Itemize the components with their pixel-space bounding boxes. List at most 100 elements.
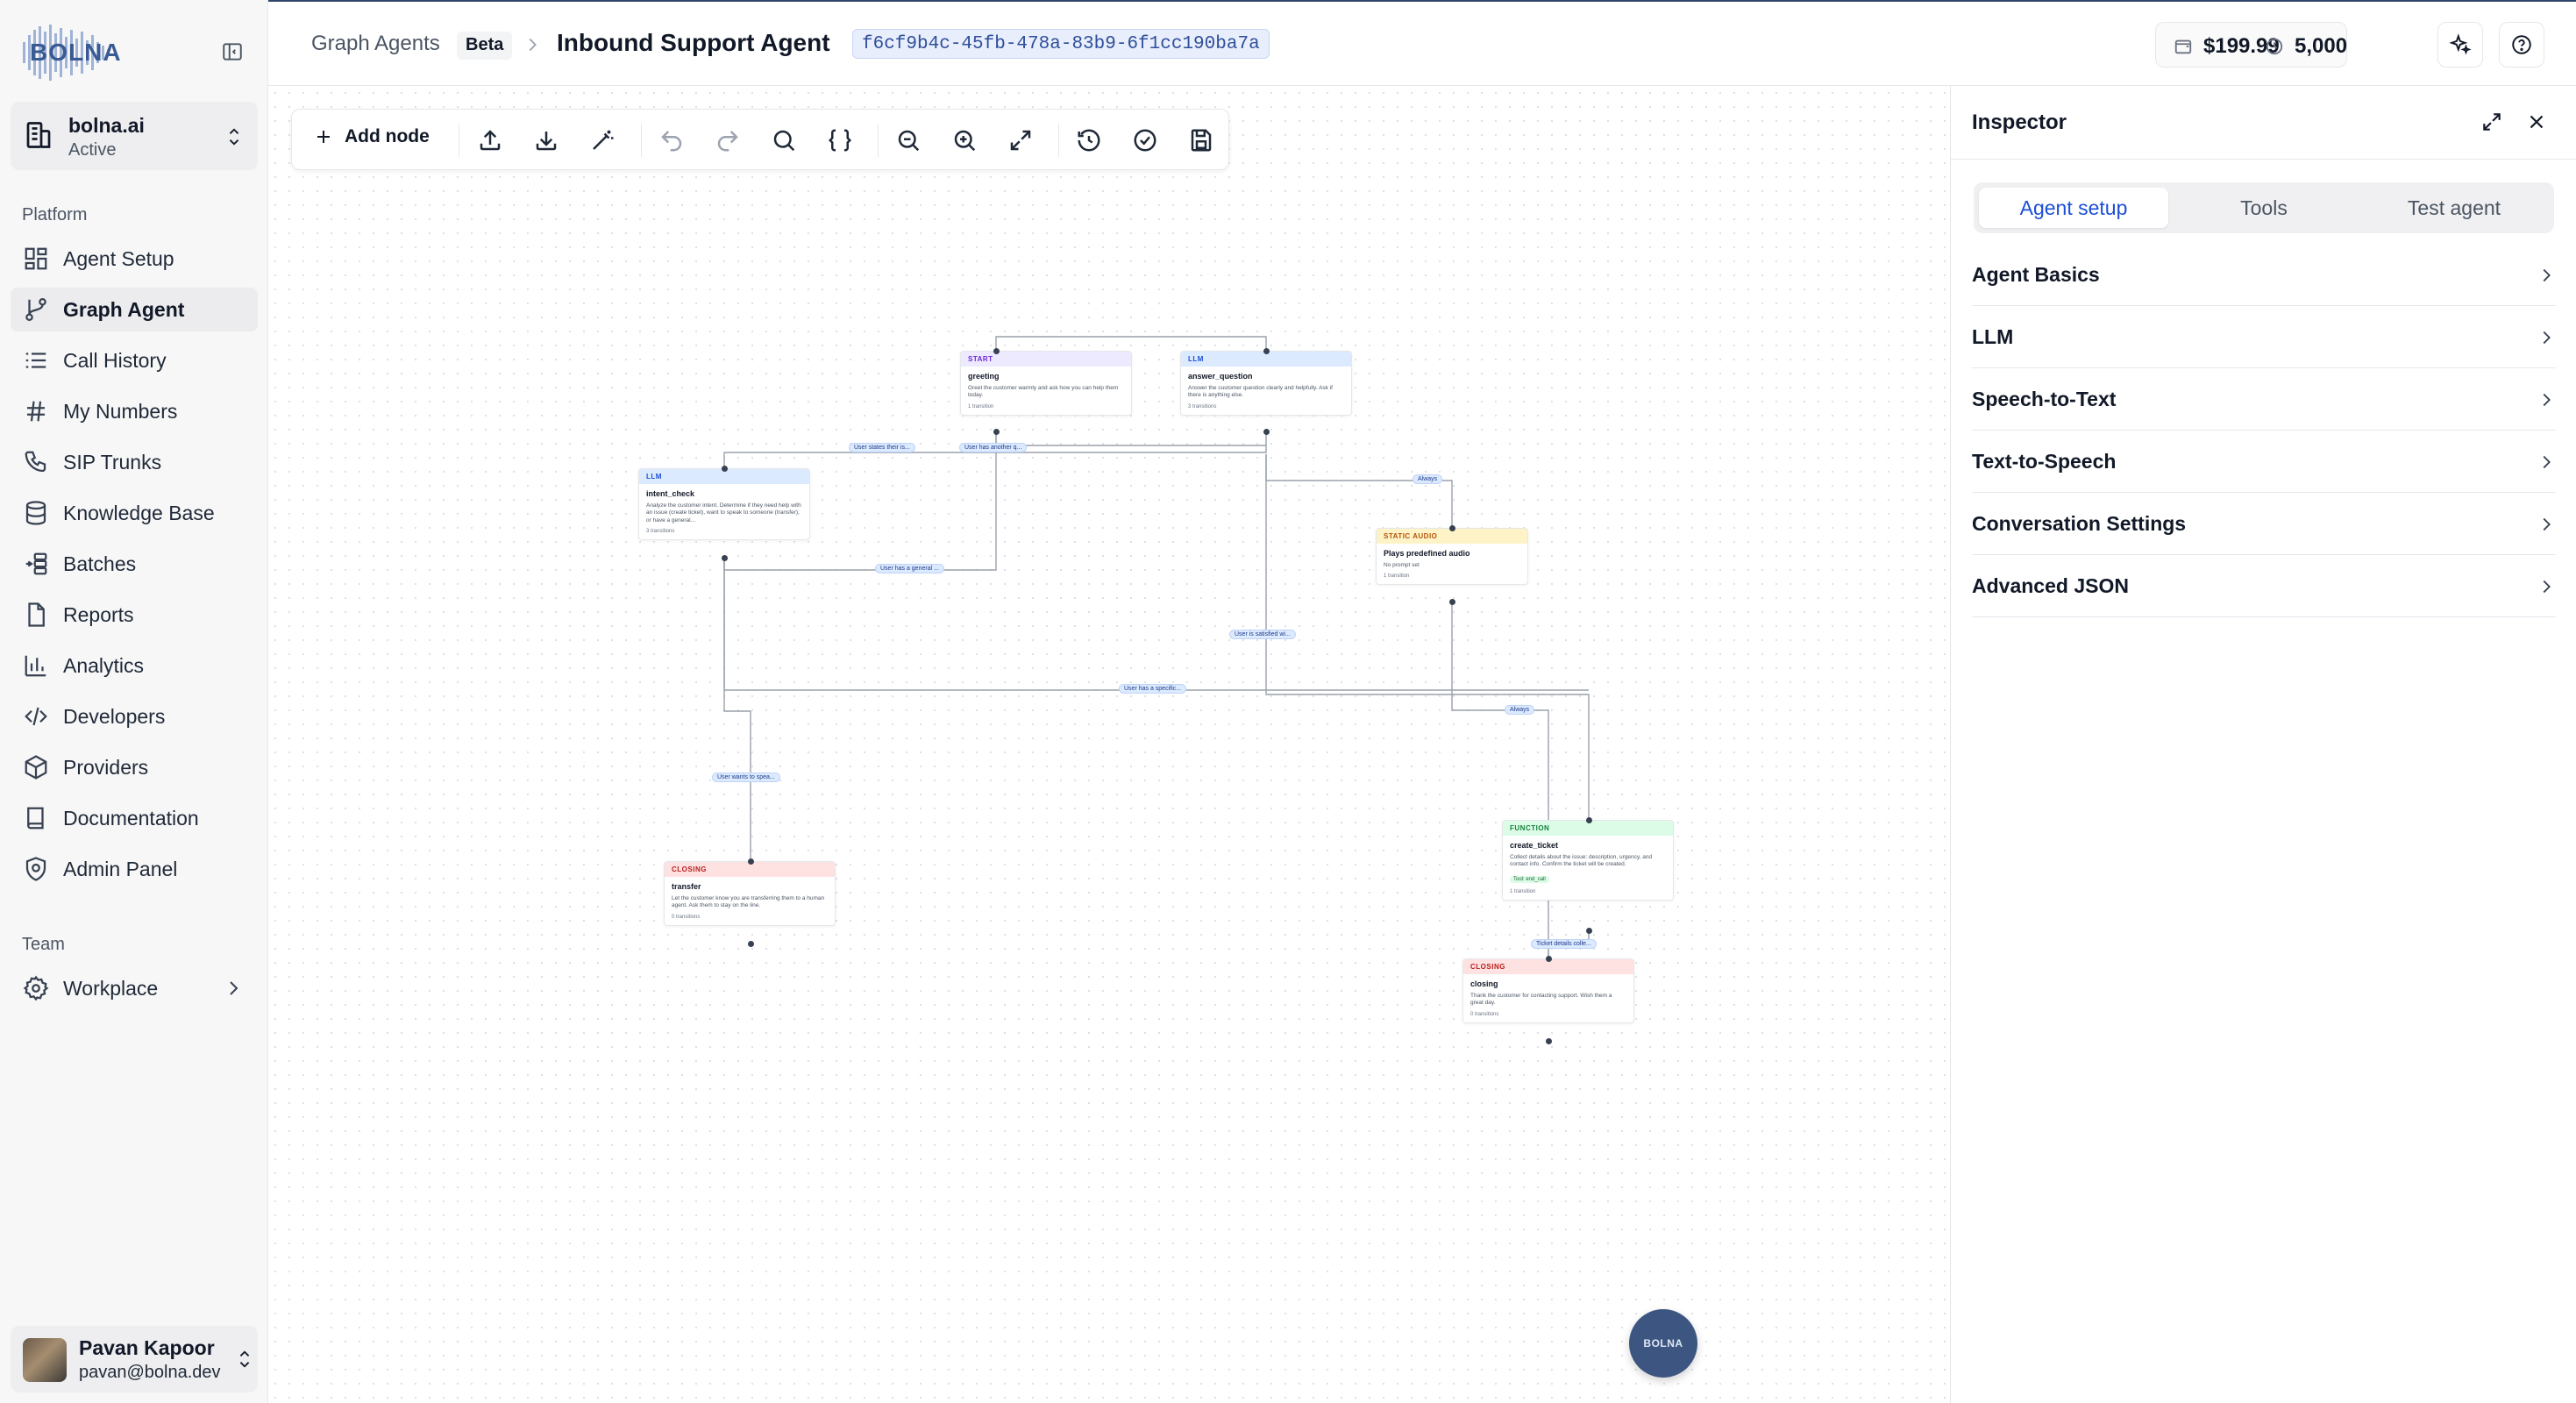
ai-assist-button[interactable] xyxy=(2437,22,2483,68)
assistant-fab[interactable]: BOLNA xyxy=(1629,1309,1697,1378)
node-port[interactable] xyxy=(748,941,754,947)
section-label: Agent Basics xyxy=(1972,263,2100,286)
tab-agent-setup[interactable]: Agent setup xyxy=(1979,188,2168,228)
node-port[interactable] xyxy=(748,858,754,865)
search-icon[interactable] xyxy=(771,127,797,153)
agent-id-chip[interactable]: f6cf9b4c-45fb-478a-83b9-6f1cc190ba7a xyxy=(852,29,1270,59)
sidebar-item-analytics[interactable]: Analytics xyxy=(11,644,258,687)
sidebar-item-reports[interactable]: Reports xyxy=(11,593,258,637)
chevron-right-icon xyxy=(529,38,537,52)
breadcrumb-graph-agents[interactable]: Graph Agents xyxy=(311,32,440,55)
node-port[interactable] xyxy=(1263,348,1270,354)
sidebar-item-call-history[interactable]: Call History xyxy=(11,338,258,382)
sidebar-item-graph-agent[interactable]: Graph Agent xyxy=(11,288,258,331)
edge-label[interactable]: Always xyxy=(1505,705,1535,715)
node-title: greeting xyxy=(968,372,1000,381)
node-create-ticket[interactable]: FUNCTION create_ticket Collect details a… xyxy=(1502,820,1674,901)
node-port[interactable] xyxy=(722,555,728,561)
edge-label[interactable]: User has a specific... xyxy=(1119,684,1186,694)
save-icon[interactable] xyxy=(1188,127,1214,153)
edge-label[interactable]: Ticket details colle... xyxy=(1531,939,1597,949)
node-transitions: 3 transitions xyxy=(646,529,675,535)
node-port[interactable] xyxy=(1546,956,1552,962)
chevron-right-icon xyxy=(2543,268,2551,282)
node-type-label: LLM xyxy=(1181,352,1351,367)
node-transfer[interactable]: CLOSING transfer Let the customer know y… xyxy=(664,861,836,926)
section-speech-to-text[interactable]: Speech-to-Text xyxy=(1972,368,2556,431)
expand-icon[interactable] xyxy=(2480,110,2503,133)
node-greeting[interactable]: START greeting Greet the customer warmly… xyxy=(960,351,1132,416)
sidebar-item-label: Analytics xyxy=(63,653,145,677)
node-port[interactable] xyxy=(1449,599,1455,605)
node-port[interactable] xyxy=(1263,429,1270,435)
node-closing[interactable]: CLOSING closing Thank the customer for c… xyxy=(1462,958,1634,1023)
edge-label[interactable]: Always xyxy=(1413,474,1443,484)
node-static-audio[interactable]: STATIC AUDIO Plays predefined audio No p… xyxy=(1376,528,1528,586)
help-button[interactable] xyxy=(2499,22,2544,68)
section-text-to-speech[interactable]: Text-to-Speech xyxy=(1972,431,2556,493)
download-icon[interactable] xyxy=(533,127,559,153)
sidebar-item-documentation[interactable]: Documentation xyxy=(11,796,258,840)
section-llm[interactable]: LLM xyxy=(1972,306,2556,368)
edge-label[interactable]: User is satisfied wi... xyxy=(1229,630,1296,639)
sidebar-item-batches[interactable]: Batches xyxy=(11,542,258,586)
edge-label[interactable]: User has a general ... xyxy=(875,564,944,573)
sidebar-collapse-icon[interactable] xyxy=(221,40,244,63)
edge-label[interactable]: User states their is... xyxy=(849,443,915,452)
node-type-label: LLM xyxy=(639,469,809,484)
upload-icon[interactable] xyxy=(477,127,503,153)
sidebar-item-developers[interactable]: Developers xyxy=(11,694,258,738)
section-conversation-settings[interactable]: Conversation Settings xyxy=(1972,493,2556,555)
section-agent-basics[interactable]: Agent Basics xyxy=(1972,244,2556,306)
sidebar-item-label: Workplace xyxy=(63,976,159,1000)
json-braces-icon[interactable] xyxy=(827,127,853,153)
sidebar-item-workplace[interactable]: Workplace xyxy=(11,966,258,1010)
add-node-button[interactable]: Add node xyxy=(313,126,430,147)
beta-badge: Beta xyxy=(457,32,513,60)
close-icon[interactable] xyxy=(2525,110,2548,133)
undo-icon[interactable] xyxy=(658,127,685,153)
zoom-in-icon[interactable] xyxy=(951,127,978,153)
zoom-out-icon[interactable] xyxy=(895,127,922,153)
inspector-header: Inspector xyxy=(1951,86,2576,160)
magic-wand-icon[interactable] xyxy=(589,127,616,153)
fab-logo-text: BOLNA xyxy=(1643,1337,1683,1350)
wallet-summary[interactable]: $199.99 5,000 xyxy=(2155,22,2347,68)
sidebar-item-providers[interactable]: Providers xyxy=(11,745,258,789)
sidebar-item-my-numbers[interactable]: My Numbers xyxy=(11,389,258,433)
node-port[interactable] xyxy=(1586,928,1592,934)
node-port[interactable] xyxy=(1586,817,1592,823)
user-menu[interactable]: Pavan Kapoor pavan@bolna.dev xyxy=(11,1326,258,1392)
node-transitions: 1 transition xyxy=(1384,573,1410,580)
inspector-title: Inspector xyxy=(1972,110,2067,134)
edge-label[interactable]: User wants to spea... xyxy=(712,773,780,782)
bolna-logo[interactable]: BOLNA xyxy=(19,23,121,82)
graph-canvas[interactable]: START greeting Greet the customer warmly… xyxy=(268,86,1950,1403)
gear-icon xyxy=(23,975,49,1001)
minutes-value: 5,000 xyxy=(2295,34,2348,58)
node-intent-check[interactable]: LLM intent_check Analyze the customer in… xyxy=(638,468,810,541)
sidebar-item-label: Documentation xyxy=(63,806,199,830)
tab-tools[interactable]: Tools xyxy=(2240,196,2288,219)
node-port[interactable] xyxy=(1449,525,1455,531)
chevron-right-icon xyxy=(2543,580,2551,594)
sidebar-item-sip-trunks[interactable]: SIP Trunks xyxy=(11,440,258,484)
redo-icon[interactable] xyxy=(715,127,741,153)
node-port[interactable] xyxy=(722,466,728,472)
hash-icon xyxy=(27,401,45,422)
history-icon[interactable] xyxy=(1076,127,1102,153)
node-port[interactable] xyxy=(1546,1038,1552,1044)
tab-test-agent[interactable]: Test agent xyxy=(2407,196,2501,219)
sidebar-item-knowledge-base[interactable]: Knowledge Base xyxy=(11,491,258,535)
sidebar-item-admin-panel[interactable]: Admin Panel xyxy=(11,847,258,891)
org-switcher[interactable]: bolna.ai Active xyxy=(11,102,258,170)
edge-label[interactable]: User has another q... xyxy=(959,443,1028,452)
node-answer-question[interactable]: LLM answer_question Answer the customer … xyxy=(1180,351,1352,416)
top-bar: Graph Agents Beta Inbound Support Agent … xyxy=(268,0,2576,86)
section-advanced-json[interactable]: Advanced JSON xyxy=(1972,555,2556,617)
node-port[interactable] xyxy=(993,348,1000,354)
node-port[interactable] xyxy=(993,429,1000,435)
check-circle-icon[interactable] xyxy=(1132,127,1158,153)
fit-view-icon[interactable] xyxy=(1007,127,1034,153)
sidebar-item-agent-setup[interactable]: Agent Setup xyxy=(11,237,258,281)
